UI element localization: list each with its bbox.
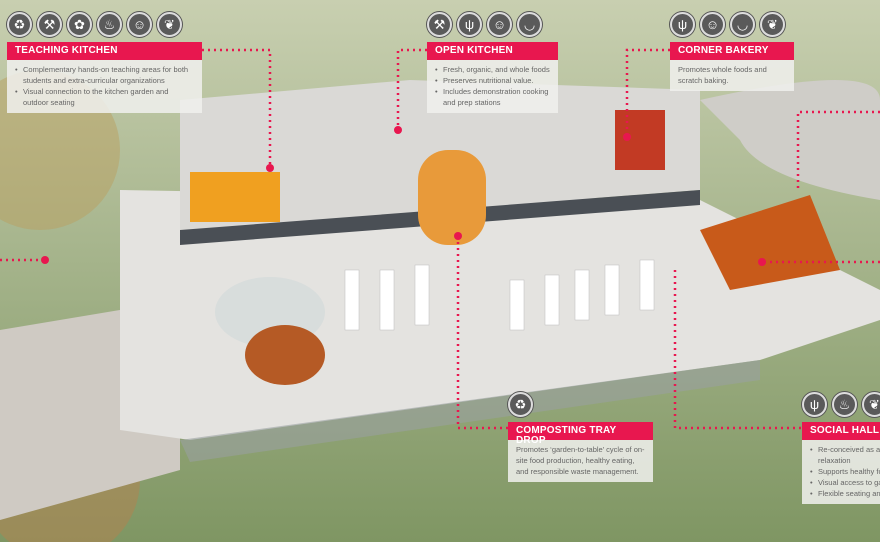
bullet: Complementary hands-on teaching areas fo… [15,64,194,86]
callout-body: Complementary hands-on teaching areas fo… [7,60,202,113]
bullet: Visual connection to the kitchen garden … [15,86,194,108]
icon-row: ♻ [508,392,653,417]
callout-body: Re-conceived as a p relaxation Supports … [802,440,880,504]
chef-icon: ☺ [127,12,152,37]
callout-composting-tray-drop: ♻ COMPOSTING TRAY DROP Promotes ‘garden-… [508,392,653,482]
bullet-continuation: relaxation [818,456,851,465]
bullet: Fresh, organic, and whole foods [435,64,550,75]
callout-body: Fresh, organic, and whole foods Preserve… [427,60,558,113]
harvest-icon: ⚒ [37,12,62,37]
bullet: Supports healthy fo [810,466,880,477]
grass-icon: ψ [670,12,695,37]
bowl-icon: ◡ [730,12,755,37]
bullet: Flexible seating arra [810,488,880,499]
callout-title: SOCIAL HALL [802,422,880,440]
grass-icon: ψ [802,392,827,417]
icon-row: ψ☺◡❦ [670,12,794,37]
callout-title: TEACHING KITCHEN [7,42,202,60]
gardening-icon: ✿ [67,12,92,37]
recycle-icon: ♻ [7,12,32,37]
callout-title: CORNER BAKERY [670,42,794,60]
chef-icon: ☺ [700,12,725,37]
bowl-icon: ◡ [517,12,542,37]
bullet: Visual access to gar [810,477,880,488]
hand-sprout-icon: ❦ [760,12,785,37]
chimney-icon: ♨ [97,12,122,37]
icon-row: ψ♨❦ [802,392,880,417]
callout-body: Promotes ‘garden-to-table’ cycle of on-s… [508,440,653,482]
callout-teaching-kitchen: ♻⚒✿♨☺❦ TEACHING KITCHEN Complementary ha… [7,12,202,113]
hand-sprout-icon: ❦ [862,392,880,417]
callout-corner-bakery: ψ☺◡❦ CORNER BAKERY Promotes whole foods … [670,12,794,91]
recycle-icon: ♻ [508,392,533,417]
callout-social-hall: ψ♨❦ SOCIAL HALL Re-conceived as a p rela… [802,392,880,504]
chef-icon: ☺ [487,12,512,37]
bullet: Re-conceived as a p [810,444,880,455]
callout-title: COMPOSTING TRAY DROP [508,422,653,446]
bullet: Includes demonstration cooking and prep … [435,86,550,108]
harvest-icon: ⚒ [427,12,452,37]
bullet: Preserves nutritional value. [435,75,550,86]
chimney-icon: ♨ [832,392,857,417]
hand-sprout-icon: ❦ [157,12,182,37]
callout-open-kitchen: ⚒ψ☺◡ OPEN KITCHEN Fresh, organic, and wh… [427,12,558,113]
callout-body: Promotes whole foods and scratch baking. [670,60,794,91]
grass-icon: ψ [457,12,482,37]
icon-row: ⚒ψ☺◡ [427,12,558,37]
callout-title: OPEN KITCHEN [427,42,558,60]
icon-row: ♻⚒✿♨☺❦ [7,12,202,37]
